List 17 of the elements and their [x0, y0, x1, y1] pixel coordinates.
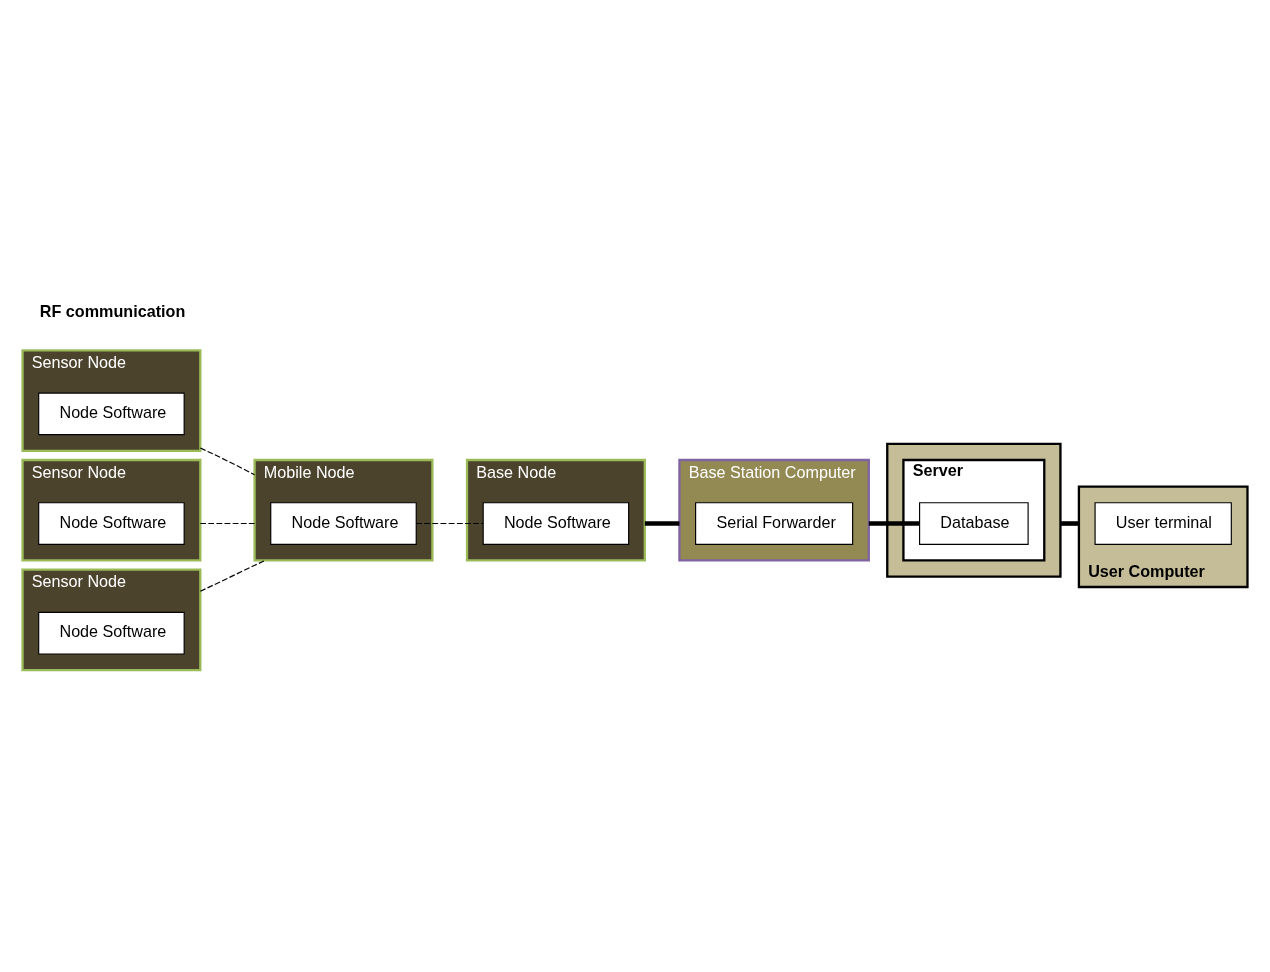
connector: [199, 522, 256, 525]
connector: [199, 559, 266, 592]
node-box: Serial Forwarder: [695, 502, 854, 545]
connector: [868, 521, 920, 526]
node-box: Node Software: [270, 502, 417, 545]
node-box: Database: [919, 502, 1029, 545]
connector: [415, 522, 484, 525]
node-box: Node Software: [482, 502, 630, 545]
cluster: [886, 442, 1062, 578]
node-box: Node Software: [38, 392, 185, 436]
connector: [1060, 521, 1079, 526]
connector: [199, 447, 256, 476]
node-box: Node Software: [38, 502, 185, 545]
node-box: User terminal: [1094, 502, 1232, 545]
node-box: Node Software: [38, 611, 185, 655]
label: RF communication: [39, 301, 186, 320]
connector: [644, 521, 680, 526]
